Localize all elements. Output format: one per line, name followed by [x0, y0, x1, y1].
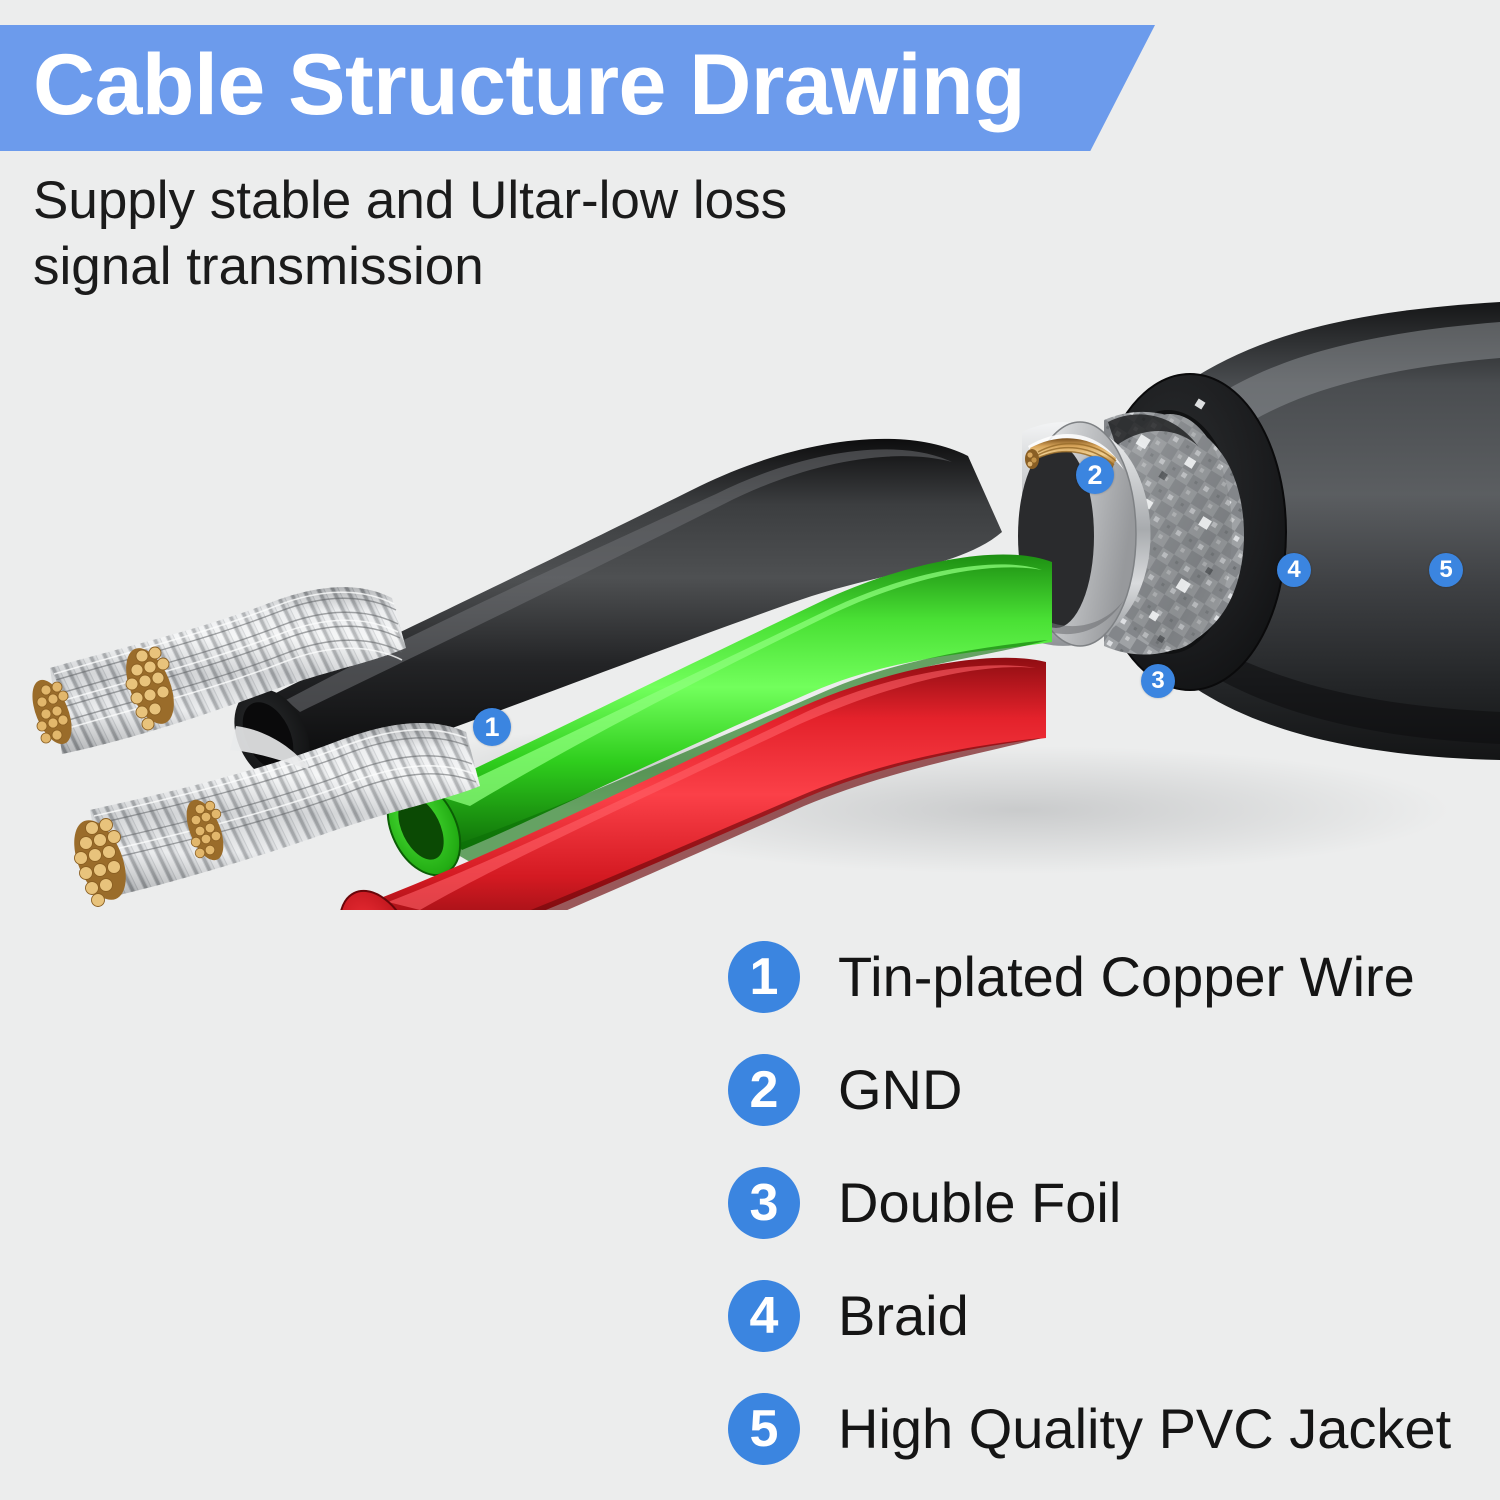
- legend-list: 1 Tin-plated Copper Wire 2 GND 3 Double …: [728, 920, 1488, 1485]
- title-banner: [0, 25, 1155, 151]
- legend-label-2: GND: [838, 1057, 963, 1121]
- callout-badge-2[interactable]: 2: [1076, 456, 1114, 494]
- legend-label-3: Double Foil: [838, 1170, 1122, 1234]
- tin-plated-conductor-upper: [32, 587, 406, 754]
- list-item: 2 GND: [728, 1033, 1488, 1146]
- legend-label-5: High Quality PVC Jacket: [838, 1396, 1452, 1460]
- list-item: 3 Double Foil: [728, 1146, 1488, 1259]
- legend-badge-2: 2: [728, 1053, 800, 1126]
- list-item: 1 Tin-plated Copper Wire: [728, 920, 1488, 1033]
- cable-diagram: [0, 250, 1500, 910]
- tin-plated-conductor-lower: [74, 722, 480, 907]
- callout-badge-3[interactable]: 3: [1141, 664, 1175, 698]
- callout-badge-4[interactable]: 4: [1277, 553, 1311, 587]
- legend-badge-1: 1: [728, 940, 800, 1013]
- legend-label-1: Tin-plated Copper Wire: [838, 944, 1415, 1008]
- legend-label-4: Braid: [838, 1283, 969, 1347]
- subtitle-text: Supply stable and Ultar-low loss signal …: [33, 171, 788, 296]
- callout-badge-5[interactable]: 5: [1429, 553, 1463, 587]
- list-item: 4 Braid: [728, 1259, 1488, 1372]
- legend-badge-5: 5: [728, 1392, 800, 1465]
- callout-badge-1[interactable]: 1: [473, 708, 511, 746]
- list-item: 5 High Quality PVC Jacket: [728, 1372, 1488, 1485]
- page-title: Cable Structure Drawing: [33, 37, 1026, 133]
- legend-badge-3: 3: [728, 1166, 800, 1239]
- cable-illustration: [32, 302, 1500, 910]
- legend-badge-4: 4: [728, 1279, 800, 1352]
